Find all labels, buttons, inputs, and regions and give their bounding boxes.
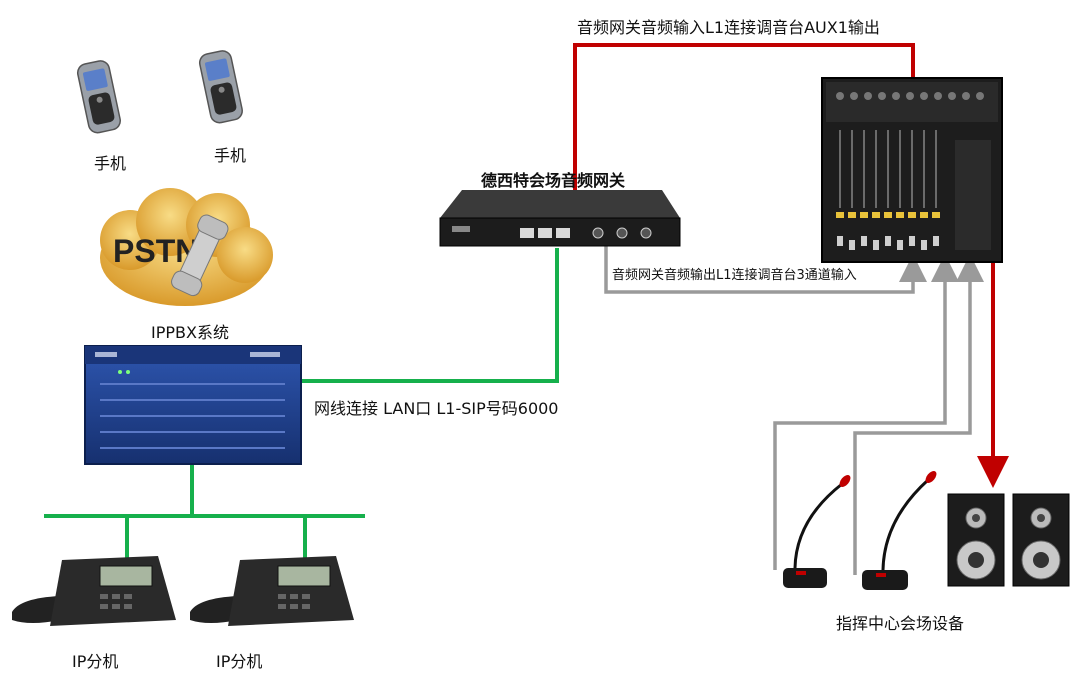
speaker-icon: [1012, 493, 1070, 587]
ip-phone-icon: [190, 556, 354, 626]
gateway-to-mixer-line: [604, 245, 927, 294]
audio-gateway-device: [439, 190, 681, 247]
gateway-title: 德西特会场音频网关: [481, 171, 626, 190]
gateway-to-pbx-line: [300, 248, 559, 383]
network-link-label: 网线连接 LAN口 L1-SIP号码6000: [314, 399, 559, 418]
aux-to-gateway-line: [559, 43, 915, 226]
ippbx-server-icon: [84, 345, 302, 465]
phone2-label: 手机: [214, 146, 247, 165]
aux-link-label: 音频网关音频输入L1连接调音台AUX1输出: [577, 18, 880, 37]
mobile-phone-icon: [198, 50, 243, 124]
ip-phone-icon: [12, 556, 176, 626]
mobile-phone-icon: [76, 60, 121, 134]
command-center-label: 指挥中心会场设备: [836, 614, 965, 633]
audio-mixer-device: [821, 77, 1003, 263]
microphone-icon: [862, 471, 937, 590]
speaker-icon: [947, 493, 1005, 587]
mic2-to-mixer-line: [853, 254, 984, 575]
ipphone2-label: IP分机: [216, 652, 263, 671]
ippbx-label: IPPBX系统: [151, 323, 229, 342]
mic1-to-mixer-line: [773, 254, 959, 570]
microphone-icon: [783, 475, 851, 588]
ipphone1-label: IP分机: [72, 652, 119, 671]
gateway-output-label: 音频网关音频输出L1连接调音台3通道输入: [612, 268, 857, 283]
pstn-cloud-icon: PSTN: [100, 188, 273, 306]
handset-icon: [171, 214, 229, 297]
phone1-label: 手机: [94, 154, 127, 173]
